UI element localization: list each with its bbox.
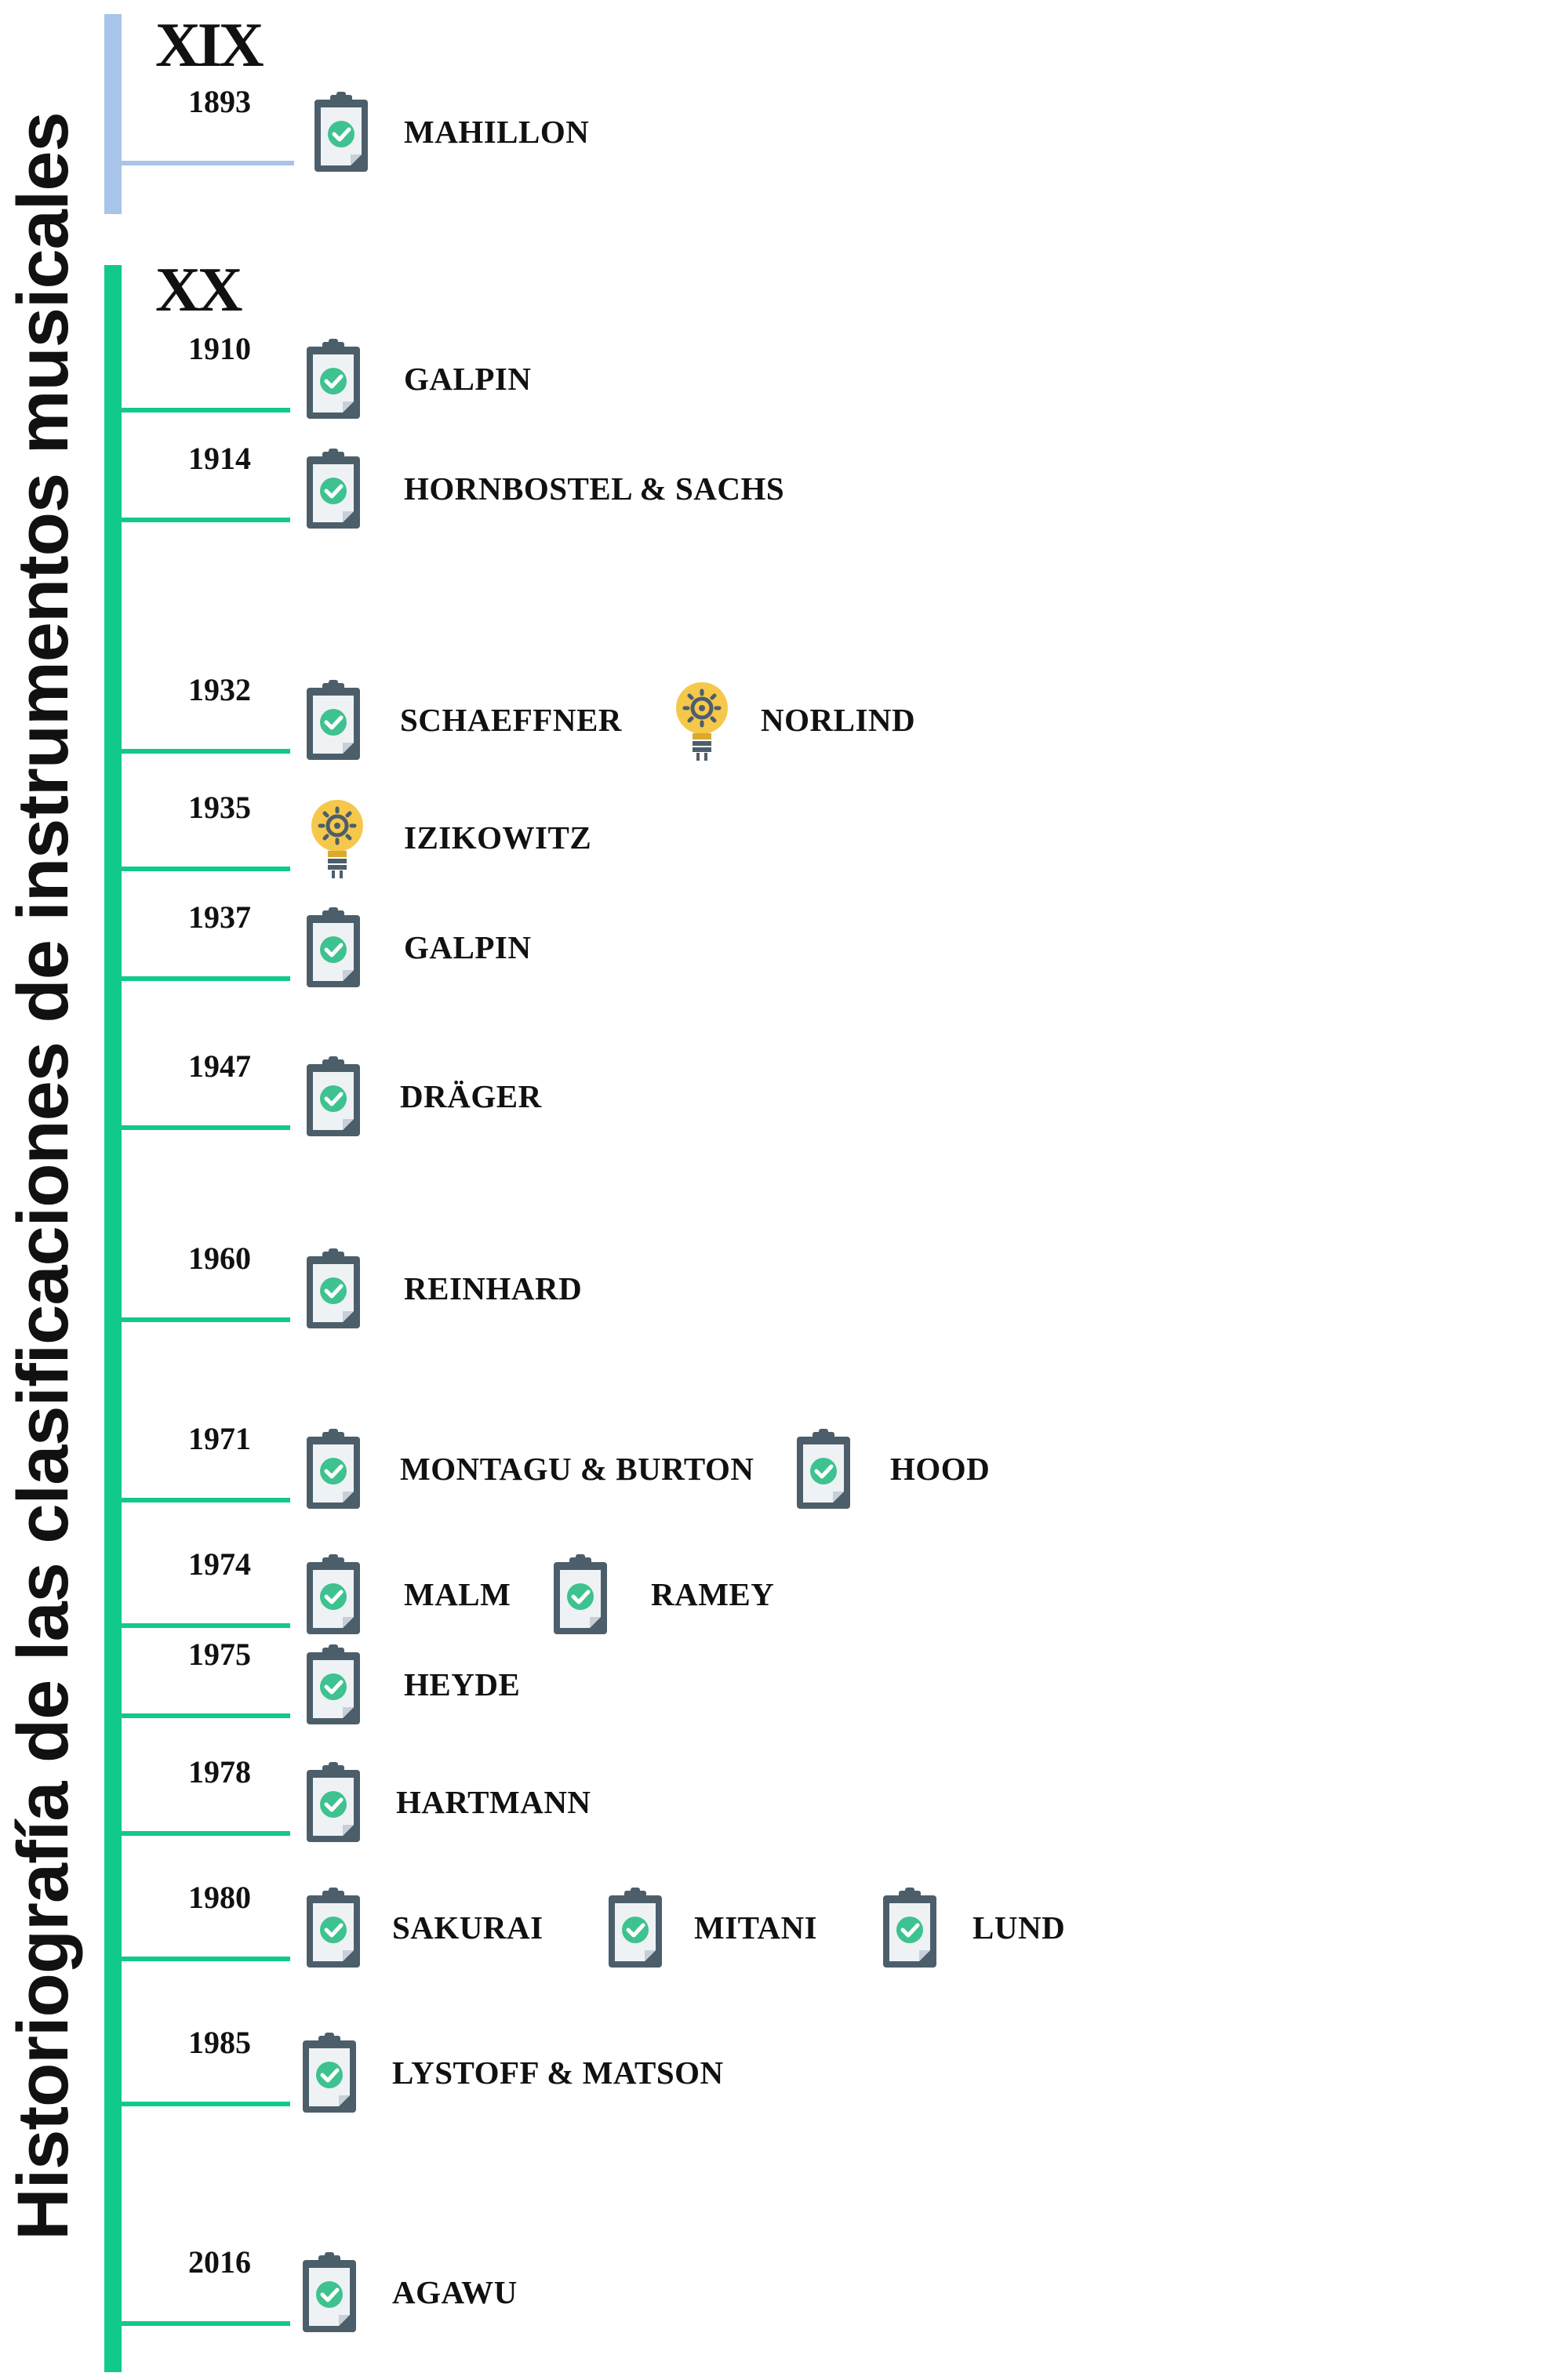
year-connector-line — [122, 1957, 290, 1961]
year-label: 1985 — [188, 2025, 251, 2060]
clipboard-check-icon — [298, 2031, 361, 2117]
year-label: 1975 — [188, 1637, 251, 1672]
year-connector-line — [122, 1713, 290, 1718]
page-title: Historiografía de las clasificaciones de… — [3, 112, 83, 2240]
classifier-name-lund: LUND — [972, 1909, 1066, 1946]
clipboard-check-icon — [549, 1553, 612, 1639]
classifier-name-montagu-burton: MONTAGU & BURTON — [400, 1451, 754, 1487]
classifier-name-heyde: HEYDE — [404, 1666, 521, 1702]
clipboard-check-icon — [302, 1247, 365, 1333]
classifier-name-galpin: GALPIN — [404, 361, 532, 397]
classifier-name-hartmann: HARTMANN — [396, 1784, 591, 1820]
lightbulb-icon — [306, 796, 369, 882]
year-connector-line — [122, 976, 290, 981]
year-label: 1914 — [188, 441, 251, 476]
year-connector-line — [122, 1317, 290, 1322]
classifier-name-izikowitz: IZIKOWITZ — [404, 819, 592, 856]
lightbulb-icon — [671, 678, 733, 765]
year-label: 1974 — [188, 1546, 251, 1582]
year-label: 1910 — [188, 331, 251, 366]
year-label: 1960 — [188, 1241, 251, 1276]
year-connector-line — [122, 2102, 290, 2106]
year-connector-line — [122, 867, 290, 871]
clipboard-check-icon — [302, 1427, 365, 1513]
xx-timeline-bar — [104, 265, 122, 2372]
century-label-xx: XX — [155, 256, 243, 325]
year-connector-line — [122, 749, 290, 754]
century-label-xix: XIX — [155, 11, 264, 80]
clipboard-check-icon — [878, 1886, 941, 1972]
classifier-name-lystoff-matson: LYSTOFF & MATSON — [392, 2055, 724, 2091]
year-label: 1932 — [188, 672, 251, 707]
classifier-name-galpin: GALPIN — [404, 929, 532, 965]
xix-timeline-bar — [104, 14, 122, 214]
year-connector-line — [122, 518, 290, 522]
clipboard-check-icon — [302, 906, 365, 992]
classifier-name-reinhard: REINHARD — [404, 1270, 583, 1306]
year-connector-line — [122, 161, 294, 165]
classifier-name-mahillon: MAHILLON — [404, 114, 590, 150]
year-connector-line — [122, 1623, 290, 1628]
year-connector-line — [122, 1125, 290, 1130]
year-label: 1978 — [188, 1754, 251, 1790]
classifier-name-schaeffner: SCHAEFFNER — [400, 702, 622, 738]
classifier-name-hornbostel-sachs: HORNBOSTEL & SACHS — [404, 471, 785, 507]
year-label: 1947 — [188, 1048, 251, 1084]
clipboard-check-icon — [302, 678, 365, 765]
classifier-name-sakurai: SAKURAI — [392, 1909, 544, 1946]
clipboard-check-icon — [604, 1886, 667, 1972]
year-connector-line — [122, 1831, 290, 1836]
clipboard-check-icon — [792, 1427, 855, 1513]
year-label: 2016 — [188, 2244, 251, 2280]
year-label: 1937 — [188, 899, 251, 935]
year-connector-line — [122, 408, 290, 412]
classifier-name-ramey: RAMEY — [651, 1576, 775, 1612]
year-label: 1893 — [188, 84, 251, 119]
year-label: 1971 — [188, 1421, 251, 1456]
classifier-name-hood: HOOD — [890, 1451, 991, 1487]
clipboard-check-icon — [302, 447, 365, 533]
year-connector-line — [122, 1498, 290, 1502]
classifier-name-drager: DRÄGER — [400, 1078, 542, 1114]
clipboard-check-icon — [302, 1055, 365, 1141]
classifier-name-norlind: NORLIND — [761, 702, 916, 738]
classifier-name-mitani: MITANI — [694, 1909, 818, 1946]
clipboard-check-icon — [302, 1643, 365, 1729]
clipboard-check-icon — [302, 1760, 365, 1847]
clipboard-check-icon — [310, 90, 373, 176]
classifier-name-malm: MALM — [404, 1576, 511, 1612]
clipboard-check-icon — [302, 337, 365, 423]
classifier-name-agawu: AGAWU — [392, 2274, 518, 2310]
clipboard-check-icon — [302, 1886, 365, 1972]
year-label: 1980 — [188, 1880, 251, 1915]
clipboard-check-icon — [298, 2251, 361, 2337]
clipboard-check-icon — [302, 1553, 365, 1639]
year-connector-line — [122, 2321, 290, 2326]
year-label: 1935 — [188, 790, 251, 825]
